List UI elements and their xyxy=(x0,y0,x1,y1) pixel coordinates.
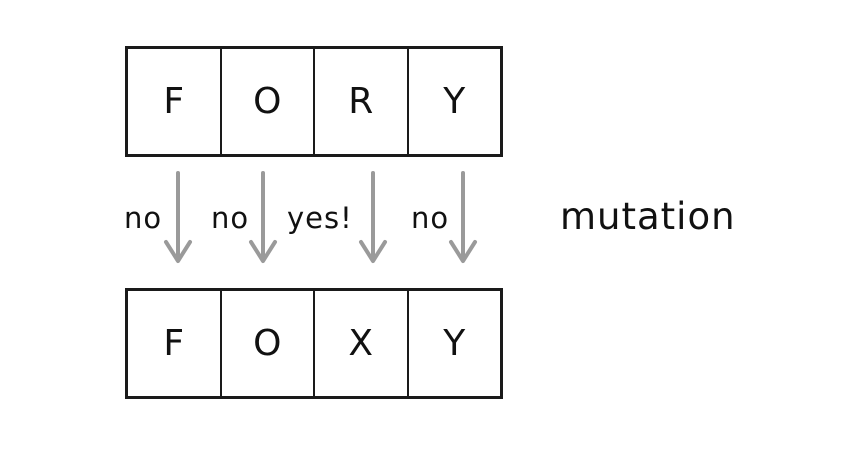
mutation-decision-label: no xyxy=(124,201,163,235)
down-arrow-icon xyxy=(164,171,192,263)
mutation-decision-label: yes! xyxy=(287,201,353,235)
down-arrow-icon xyxy=(449,171,477,263)
original-letter-cell: R xyxy=(315,49,409,154)
original-word-row: F O R Y xyxy=(125,46,503,157)
original-letter-cell: Y xyxy=(443,81,466,122)
mutated-letter-cell: F xyxy=(128,291,222,396)
mutated-letter-cell: O xyxy=(222,291,315,396)
operation-label: mutation xyxy=(560,195,736,238)
down-arrow-icon xyxy=(249,171,277,263)
mutated-letter-cell: Y xyxy=(443,323,466,364)
original-letter-cell: F xyxy=(128,49,222,154)
mutation-decision-label: no xyxy=(211,201,250,235)
mutated-word-row: F O X Y xyxy=(125,288,503,399)
down-arrow-icon xyxy=(359,171,387,263)
original-letter-cell: O xyxy=(222,49,315,154)
mutation-decision-label: no xyxy=(411,201,450,235)
mutated-letter-cell: X xyxy=(315,291,409,396)
